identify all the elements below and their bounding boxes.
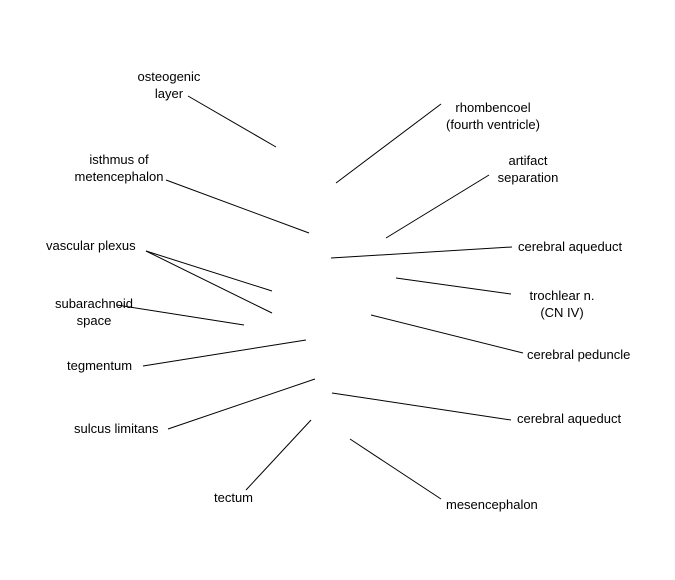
- label-line: trochlear n.: [529, 288, 595, 303]
- leader-sulcus-limitans: [167, 378, 316, 430]
- label-isthmus-of-metencephalon: isthmus of metencephalon: [66, 151, 172, 185]
- label-rhombencoel: rhombencoel (fourth ventricle): [432, 99, 554, 133]
- leader-artifact-separation: [385, 174, 490, 239]
- label-line: (CN IV): [540, 305, 584, 320]
- leader-tegmentum: [142, 339, 307, 367]
- leader-osteogenic-layer: [187, 95, 277, 148]
- leader-vascular-plexus-lower: [145, 250, 273, 314]
- leader-cerebral-peduncle: [370, 314, 524, 354]
- label-line: mesencephalon: [446, 497, 538, 512]
- label-cerebral-peduncle: cerebral peduncle: [527, 346, 630, 363]
- label-subarachnoid-space: subarachnoid space: [44, 295, 144, 329]
- label-line: tectum: [214, 490, 254, 505]
- label-line: (fourth ventricle): [446, 117, 540, 132]
- label-line: rhombencoel: [455, 100, 531, 115]
- label-line: sulcus limitans: [74, 421, 159, 436]
- label-line: layer: [154, 86, 184, 101]
- label-tegmentum: tegmentum: [67, 357, 132, 374]
- leader-rhombencoel: [335, 103, 442, 184]
- label-vascular-plexus: vascular plexus: [46, 237, 136, 254]
- label-line: isthmus of: [89, 152, 149, 167]
- label-line: metencephalon: [74, 169, 164, 184]
- label-tectum: tectum: [214, 489, 253, 506]
- label-line: cerebral aqueduct: [517, 411, 622, 426]
- label-cerebral-aqueduct-upper: cerebral aqueduct: [518, 238, 622, 255]
- leader-vascular-plexus-upper: [145, 250, 273, 292]
- label-line: artifact: [508, 153, 548, 168]
- label-line: vascular plexus: [46, 238, 136, 253]
- leader-cerebral-aqueduct-lower: [331, 392, 512, 421]
- label-line: separation: [497, 170, 559, 185]
- leader-trochlear-nerve: [395, 277, 512, 295]
- label-osteogenic-layer: osteogenic layer: [128, 68, 210, 102]
- label-line: cerebral aqueduct: [518, 239, 623, 254]
- leader-tectum: [245, 419, 312, 491]
- leader-cerebral-aqueduct-upper: [330, 246, 513, 259]
- label-line: osteogenic: [137, 69, 201, 84]
- label-line: tegmentum: [67, 358, 133, 373]
- label-sulcus-limitans: sulcus limitans: [74, 420, 159, 437]
- label-line: cerebral peduncle: [527, 347, 631, 362]
- label-cerebral-aqueduct-lower: cerebral aqueduct: [517, 410, 621, 427]
- leader-isthmus-of-metencephalon: [165, 179, 310, 234]
- label-mesencephalon: mesencephalon: [446, 496, 538, 513]
- label-line: space: [76, 313, 112, 328]
- leader-mesencephalon: [349, 438, 442, 500]
- leader-subarachnoid-space: [116, 304, 245, 326]
- label-line: subarachnoid: [54, 296, 134, 311]
- label-trochlear-nerve: trochlear n. (CN IV): [520, 287, 604, 321]
- label-artifact-separation: artifact separation: [488, 152, 568, 186]
